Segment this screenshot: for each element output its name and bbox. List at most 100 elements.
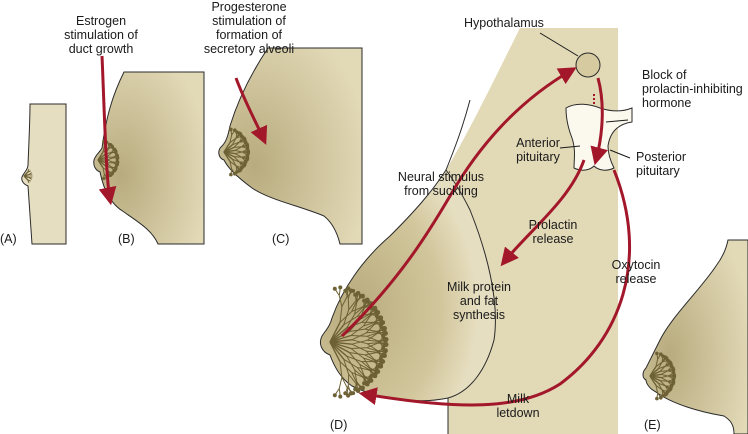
duct-branch (329, 341, 345, 360)
duct-branch (338, 295, 343, 307)
duct-branch (233, 141, 240, 148)
alveolus (237, 169, 242, 173)
alveolus (107, 142, 111, 146)
duct-branch (348, 373, 357, 384)
alveolus (666, 358, 670, 363)
duct-branch (346, 313, 356, 329)
milk-letdown-label: Milk letdown (496, 392, 540, 420)
alveolus (383, 340, 388, 345)
alveolus (343, 288, 348, 293)
alveolus (665, 389, 670, 394)
duct-branch (350, 325, 364, 336)
alveolus (378, 362, 383, 367)
alveolus (384, 337, 389, 342)
duct-branch (366, 342, 378, 349)
duct-branch (354, 306, 364, 315)
duct-branch (351, 371, 363, 378)
alveolus (233, 172, 237, 176)
alveolus (366, 380, 371, 385)
duct-branch (346, 355, 362, 363)
duct-branch (658, 382, 666, 387)
alveolus (373, 372, 378, 377)
alveolus (381, 346, 386, 351)
oxytocin-arrow (358, 169, 632, 407)
alveolus (671, 377, 676, 382)
duct-branch (359, 313, 371, 321)
duct-branch (660, 375, 669, 379)
duct-branch (356, 307, 365, 317)
alveolus (245, 147, 250, 151)
alveolus (379, 319, 384, 324)
duct-branch (366, 343, 377, 351)
alveolus (383, 348, 388, 353)
duct-branch (234, 151, 243, 155)
duct-branch (357, 367, 369, 371)
alveolus (381, 335, 386, 340)
duct-branch (343, 358, 358, 368)
duct-branch (339, 361, 352, 373)
neural-stimulus-label: Neural stimulus from suckling (397, 170, 485, 198)
duct-branch (343, 309, 350, 325)
duct-branch (231, 137, 237, 146)
duct-branch (229, 134, 233, 143)
duct-branch (339, 306, 343, 323)
duct-branch (366, 331, 378, 334)
alveolus (102, 176, 106, 181)
duct-branch (366, 335, 378, 342)
duct-branch (649, 375, 657, 386)
prolactin-arrow (500, 159, 586, 267)
alveolus (663, 393, 668, 397)
anterior-pituitary-label: Anterior pituitary (516, 136, 560, 164)
alveolus (367, 300, 372, 305)
alveolus (382, 326, 387, 331)
duct-branch (655, 385, 659, 394)
neural-stimulus-arrow (340, 67, 577, 338)
duct-branch (660, 370, 669, 375)
alveolus (378, 356, 383, 361)
breast-panel-d (319, 28, 618, 434)
duct-branch (102, 167, 105, 175)
duct-branch (363, 322, 375, 327)
alveolus (655, 351, 659, 356)
alveolus (362, 298, 367, 303)
alveolus (664, 356, 669, 360)
alveolus (358, 293, 363, 298)
duct-branch (329, 341, 352, 345)
alveolus (669, 364, 674, 369)
breast-panel-e (642, 239, 748, 434)
alveolus (112, 147, 116, 151)
pituitary-shape (565, 103, 633, 171)
duct-branch (350, 347, 367, 349)
alveolus (229, 127, 233, 132)
duct-branch (365, 350, 375, 360)
alveolus (332, 393, 337, 398)
hypothalamus-shape (575, 52, 601, 78)
alveolus (346, 393, 351, 398)
alveolus (672, 374, 677, 379)
duct-branch (329, 327, 348, 343)
alveolus (245, 144, 250, 148)
alveolus (669, 384, 674, 388)
estrogen-label: Estrogen stimulation of duct growth (64, 14, 138, 56)
duct-branch (367, 339, 379, 342)
alveolus (382, 351, 387, 356)
alveolus (239, 165, 244, 170)
alveolus (671, 371, 676, 375)
duct-branch (363, 316, 371, 327)
alveolus (356, 291, 361, 295)
alveolus (374, 309, 379, 314)
alveolus (110, 144, 114, 148)
panel-label-b: (B) (118, 232, 135, 246)
alveolus (379, 315, 384, 320)
alveolus (655, 396, 659, 401)
duct-branch (341, 377, 348, 388)
duct-branch (106, 157, 114, 161)
ducts-c (223, 127, 251, 177)
duct-branch (223, 151, 231, 162)
hormone-arrows (98, 55, 632, 407)
alveolus (114, 165, 118, 169)
alveolus (108, 173, 113, 177)
duct-branch (341, 296, 348, 307)
alveolus (243, 160, 248, 164)
